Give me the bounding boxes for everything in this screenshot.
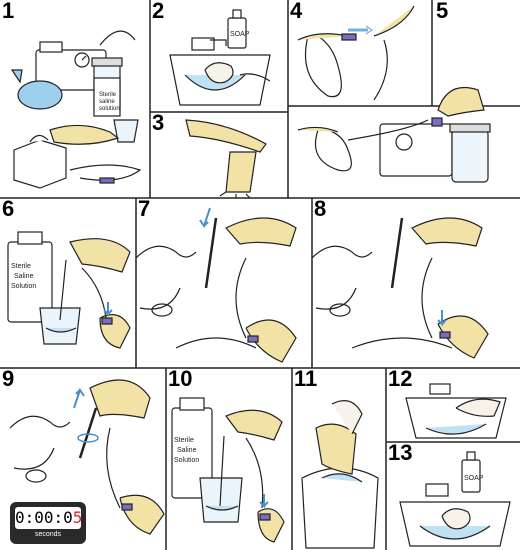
step-number: 2 <box>152 0 165 23</box>
bottle-label-line: Saline <box>177 447 197 454</box>
withdraw-catheter-illustration <box>9 379 165 535</box>
step-number: 13 <box>388 442 413 465</box>
step-2-panel: 2 SOAP <box>150 0 288 112</box>
step-6-panel: 6 Sterile Saline Solution <box>0 198 136 368</box>
rinse-catheter-illustration: Sterile Saline Solution <box>171 397 285 543</box>
step-number: 5 <box>436 0 449 23</box>
step-13-panel: 13 SOAP <box>386 442 520 550</box>
handwashing-illustration: SOAP <box>169 9 271 106</box>
step-7-panel: 7 <box>136 198 312 368</box>
final-handwashing-illustration: SOAP <box>399 451 511 547</box>
bottle-label-line: Sterile <box>11 263 31 270</box>
step-number: 1 <box>2 0 15 23</box>
supplies-illustration: Sterile saline solution <box>10 30 142 189</box>
step-9-panel: 9 0:00:05 seconds <box>0 368 166 550</box>
step-4-panel: 4 <box>288 0 432 106</box>
step-5-panel: 5 <box>288 0 520 198</box>
step-12-panel: 12 <box>386 368 520 442</box>
bottle-label-line: solution <box>99 106 120 112</box>
step-number: 7 <box>138 198 151 221</box>
step-11-panel: 11 <box>292 368 386 550</box>
step-number: 12 <box>388 368 413 391</box>
step-1-panel: 1 Sterile s <box>0 0 150 198</box>
step-8-panel: 8 <box>312 198 520 368</box>
timer-screen: 0:00:05 <box>15 507 83 529</box>
soap-label: SOAP <box>230 31 250 38</box>
timer-digits: 0:00:0 <box>15 508 73 527</box>
step-number: 4 <box>290 0 303 23</box>
step-number: 6 <box>2 198 15 221</box>
step-10-panel: 10 Sterile Saline Solution <box>166 368 292 550</box>
step-number: 11 <box>294 368 318 391</box>
bottle-label-line: Solution <box>11 283 36 290</box>
connect-catheter-illustration <box>297 5 415 101</box>
apply-suction-illustration <box>312 217 489 359</box>
moisten-catheter-illustration: Sterile Saline Solution <box>7 231 131 349</box>
bottle-label-line: saline <box>99 99 115 105</box>
bottle-label-line: Sterile <box>174 437 194 444</box>
step-number: 8 <box>314 198 327 221</box>
step-number: 3 <box>152 112 165 135</box>
soap-label: SOAP <box>464 475 484 482</box>
timer-last-digit: 5 <box>72 508 83 527</box>
step-number: 10 <box>168 368 193 391</box>
timer-unit: seconds <box>34 531 62 538</box>
put-on-gloves-illustration <box>185 119 267 198</box>
bottle-label-line: Saline <box>14 273 34 280</box>
bottle-label-line: Solution <box>174 457 199 464</box>
step-number: 9 <box>2 368 15 391</box>
bottle-label-line: Sterile <box>99 92 117 98</box>
sink-rinse-illustration <box>405 383 507 439</box>
turn-on-suction-illustration <box>297 86 491 183</box>
step-3-panel: 3 <box>150 112 288 198</box>
dispose-illustration <box>301 400 379 549</box>
timer-display: 0:00:05 seconds <box>10 502 86 544</box>
insert-catheter-illustration <box>136 207 297 363</box>
